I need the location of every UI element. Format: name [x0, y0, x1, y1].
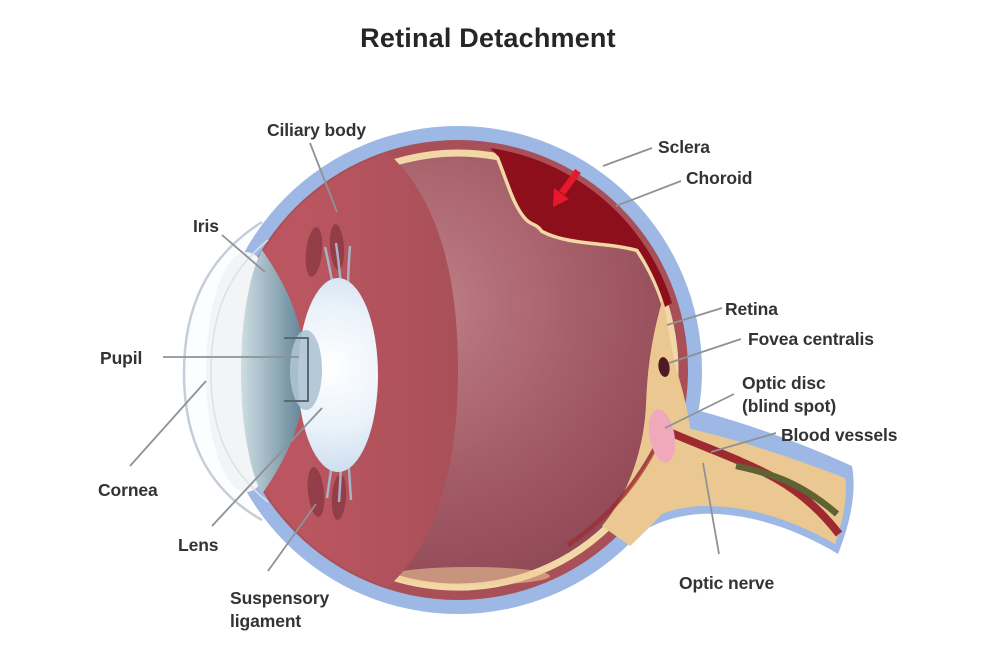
label-optic-nerve: Optic nerve — [679, 573, 775, 593]
pointer-line-ciliary-body — [309, 142, 338, 213]
label-fovea-centralis: Fovea centralis — [748, 329, 874, 349]
label-iris: Iris — [193, 216, 219, 236]
pointer-line-suspensory-ligament — [267, 503, 317, 572]
label-optic-disc-line1: Optic disc — [742, 373, 826, 393]
label-optic-disc-line2: (blind spot) — [742, 396, 836, 416]
pointer-line-cornea — [129, 380, 207, 467]
ciliary-process-1 — [305, 227, 323, 277]
vitreous-highlight — [390, 567, 550, 585]
pointer-lines — [129, 142, 777, 572]
pointer-line-optic-nerve — [702, 462, 720, 555]
label-blood-vessels: Blood vessels — [781, 425, 898, 445]
optic-nerve-inner — [642, 424, 846, 544]
label-retina: Retina — [725, 299, 778, 319]
iris-shape — [241, 250, 305, 494]
detached-retina-pocket — [490, 148, 672, 307]
pointer-line-fovea-centralis — [668, 338, 742, 364]
label-ciliary-body: Ciliary body — [267, 120, 366, 140]
pointer-line-retina — [666, 307, 723, 326]
cornea-inner-arc — [210, 239, 269, 503]
page-title: Retinal Detachment — [360, 23, 616, 53]
pointer-line-iris — [221, 234, 266, 273]
label-suspensory-ligament-line1: Suspensory — [230, 588, 330, 608]
cornea-outline — [182, 220, 263, 522]
label-lens: Lens — [178, 535, 219, 555]
pointer-line-optic-disc — [664, 393, 735, 429]
label-suspensory-ligament-line2: ligament — [230, 611, 301, 631]
labels: Ciliary body Iris Pupil Cornea Lens Susp… — [98, 120, 898, 631]
olive-stripe — [735, 462, 840, 517]
label-choroid: Choroid — [686, 168, 752, 188]
ciliary-process-3 — [307, 467, 325, 517]
pupil-dome — [290, 330, 322, 410]
optic-disc-shape — [648, 409, 676, 463]
retina-funnel — [602, 298, 692, 546]
label-pupil: Pupil — [100, 348, 142, 368]
fovea-shape — [658, 357, 670, 377]
detachment-arrow-head — [553, 188, 569, 207]
label-sclera: Sclera — [658, 137, 710, 157]
label-cornea: Cornea — [98, 480, 158, 500]
pointer-line-choroid — [615, 180, 682, 207]
lens-shape — [298, 278, 378, 472]
pupil-bracket — [284, 337, 309, 402]
cornea-region — [184, 222, 262, 520]
pointer-line-blood-vessels — [710, 432, 777, 453]
pointer-line-lens — [211, 407, 323, 527]
pointer-line-sclera — [602, 147, 653, 167]
detachment-arrow-shaft — [559, 168, 581, 196]
